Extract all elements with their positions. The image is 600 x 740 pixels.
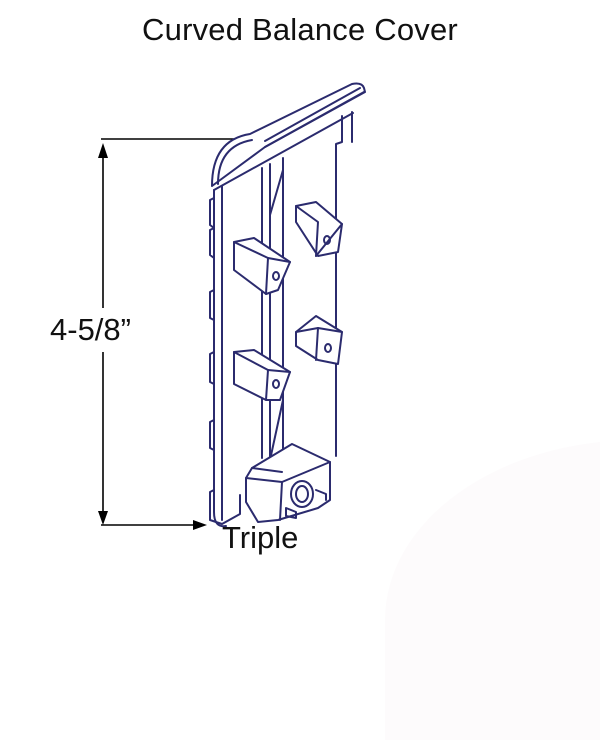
arrow-down-icon — [98, 511, 108, 525]
diagram-title: Curved Balance Cover — [142, 12, 458, 47]
dimension-lines — [98, 134, 262, 530]
dimension-label: 4-5/8” — [50, 312, 131, 347]
arrow-right-bottom-icon — [193, 520, 207, 530]
arrow-up-icon — [98, 143, 108, 158]
variant-caption: Triple — [222, 520, 299, 555]
part-drawing — [98, 82, 366, 530]
balance-cover-part — [209, 82, 366, 528]
